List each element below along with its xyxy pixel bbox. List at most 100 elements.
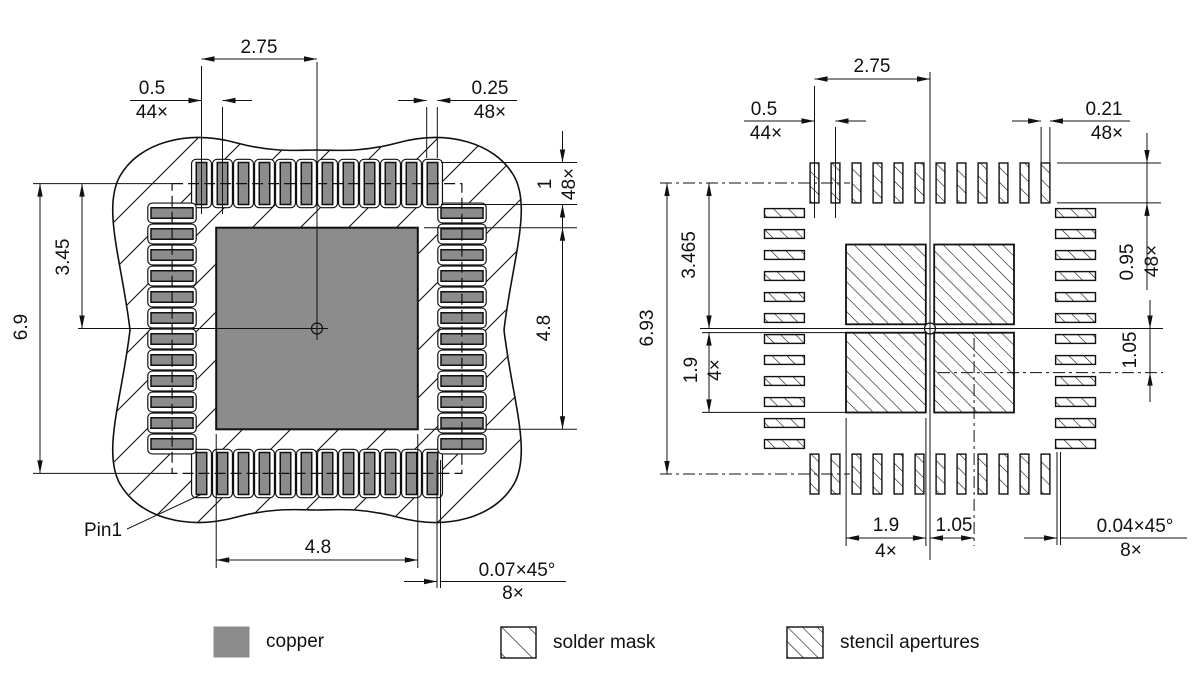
stencil-aperture <box>763 354 806 366</box>
dim-label: 1.9 <box>681 357 702 383</box>
legend: copper solder mask stencil apertures <box>0 620 1200 666</box>
stencil-aperture <box>1054 354 1097 366</box>
dim-label: 0.07×45° <box>479 560 556 581</box>
stencil-aperture <box>914 162 925 204</box>
dimension-arrow <box>1147 372 1153 386</box>
stencil-aperture <box>851 162 862 204</box>
dim-label: 0.5 <box>139 78 165 99</box>
legend-label-stencil-apertures: stencil apertures <box>840 631 980 653</box>
stencil-aperture <box>763 291 806 303</box>
stencil-aperture <box>956 162 967 204</box>
dim-label: 44× <box>136 102 168 123</box>
stencil-aperture <box>1054 375 1097 387</box>
legend-item-copper: copper <box>213 626 324 658</box>
stencil-aperture <box>763 312 806 324</box>
stencil-aperture <box>956 453 967 495</box>
dimension-arrow <box>917 76 930 82</box>
center-paste-square <box>845 331 927 414</box>
legend-item-solder-mask: solder mask <box>500 626 655 659</box>
stencil-aperture <box>1054 207 1097 219</box>
stencil-aperture <box>763 417 806 429</box>
dimension-arrow <box>413 97 427 104</box>
dimension-arrow <box>559 416 566 430</box>
dimension-arrow <box>1028 118 1042 124</box>
stencil-aperture <box>763 438 806 450</box>
dim-label: 4× <box>705 359 726 381</box>
dim-label: 48× <box>1091 123 1123 144</box>
dimension-arrow <box>961 535 975 541</box>
stencil-aperture <box>1054 396 1097 408</box>
stencil-aperture <box>1054 333 1097 345</box>
stencil-aperture <box>1054 228 1097 240</box>
stencil-aperture <box>935 162 946 204</box>
dimension-arrow <box>846 535 860 541</box>
stencil-aperture <box>1054 291 1097 303</box>
dimension-arrow <box>706 399 712 413</box>
stencil-aperture <box>935 453 946 495</box>
stencil-aperture <box>998 162 1009 204</box>
stencil-aperture <box>1019 162 1030 204</box>
stencil-aperture <box>851 453 862 495</box>
dim-label: 2.75 <box>241 37 278 58</box>
dimension-arrow <box>814 76 828 82</box>
dim-label: 0.21 <box>1086 99 1123 120</box>
dimension-arrow <box>304 56 317 62</box>
stencil-aperture <box>1019 453 1030 495</box>
stencil-aperture <box>763 249 806 261</box>
dimension-arrow <box>706 183 712 196</box>
dim-label: 44× <box>750 123 782 144</box>
stencil-aperture <box>1040 162 1051 204</box>
dim-label: 2.75 <box>854 56 891 77</box>
dimension-arrow <box>188 97 202 104</box>
dim-label: 4.8 <box>534 315 555 341</box>
stencil-aperture <box>977 453 988 495</box>
solder-mask-swatch-icon <box>500 626 537 659</box>
stencil-aperture <box>998 453 1009 495</box>
dimension-arrow <box>216 557 230 563</box>
center-mark <box>923 322 937 335</box>
dim-label: 3.45 <box>53 239 74 276</box>
stencil-aperture <box>977 162 988 204</box>
center-paste-square <box>933 243 1015 326</box>
stencil-aperture <box>872 453 883 495</box>
center-paste-square <box>845 243 927 326</box>
dimension-arrow <box>424 578 437 585</box>
dimension-line <box>126 494 202 530</box>
stencil-aperture <box>1054 312 1097 324</box>
dimension-arrow <box>222 97 236 104</box>
stencil-aperture <box>763 375 806 387</box>
dim-label: 3.465 <box>679 231 700 279</box>
dim-label: 0.25 <box>472 78 509 99</box>
dim-label: 4× <box>875 541 897 562</box>
dim-label: 1 <box>535 179 556 190</box>
dimension-arrow <box>559 204 566 218</box>
stencil-aperture <box>893 453 904 495</box>
dimension-arrow <box>404 557 418 563</box>
dimension-arrow <box>1049 118 1063 124</box>
dim-label: 48× <box>559 168 580 200</box>
stencil-aperture <box>914 453 925 495</box>
dimension-arrow <box>37 460 43 474</box>
stencil-aperture <box>763 396 806 408</box>
stencil-aperture <box>893 162 904 204</box>
copper-swatch-icon <box>213 626 250 658</box>
stencil-apertures-swatch-icon <box>786 626 824 659</box>
dimension-arrow <box>664 461 670 474</box>
dimension-arrow <box>1044 535 1057 541</box>
legend-item-stencil-apertures: stencil apertures <box>786 626 979 659</box>
dimension-arrow <box>37 183 43 197</box>
dimension-arrow <box>559 227 566 241</box>
dimension-arrow <box>1144 150 1150 163</box>
dimension-arrow <box>912 535 926 541</box>
dimension-arrow <box>1147 315 1153 329</box>
stencil-aperture <box>763 333 806 345</box>
dim-label: 48× <box>1142 245 1163 277</box>
dimension-arrow <box>1144 202 1150 216</box>
stencil-aperture <box>1054 249 1097 261</box>
dim-label: 6.9 <box>11 314 32 340</box>
dim-label: 1.05 <box>936 515 973 536</box>
dimension-arrow <box>201 56 215 62</box>
dimension-arrow <box>559 149 566 163</box>
